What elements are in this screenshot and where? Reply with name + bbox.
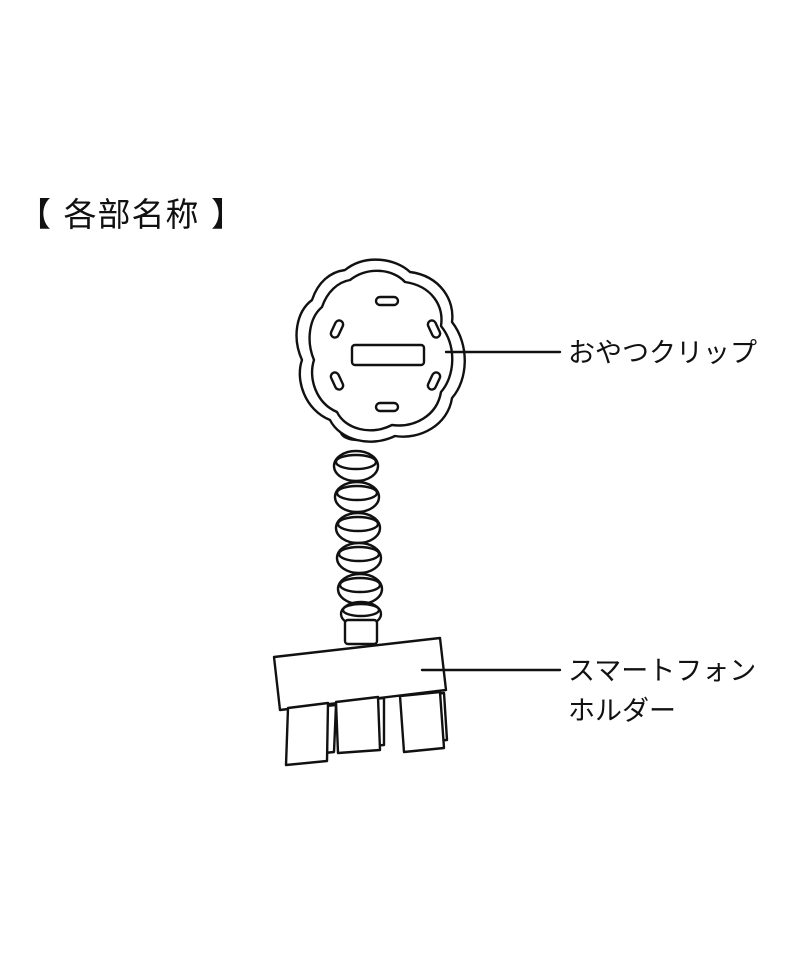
page-title: 【 各部名称 】 bbox=[18, 195, 245, 234]
flexible-arm bbox=[332, 422, 384, 646]
smartphone-holder-label: スマートフォン ホルダー bbox=[568, 652, 756, 732]
clip-slot bbox=[350, 343, 426, 367]
holder-label-line2: ホルダー bbox=[568, 696, 676, 727]
snack-clip-label: おやつクリップ bbox=[568, 338, 757, 369]
smartphone-holder bbox=[272, 636, 449, 767]
holder-bar bbox=[272, 636, 448, 712]
snack-clip bbox=[295, 258, 466, 443]
holder-label-line1: スマートフォン bbox=[568, 656, 757, 687]
